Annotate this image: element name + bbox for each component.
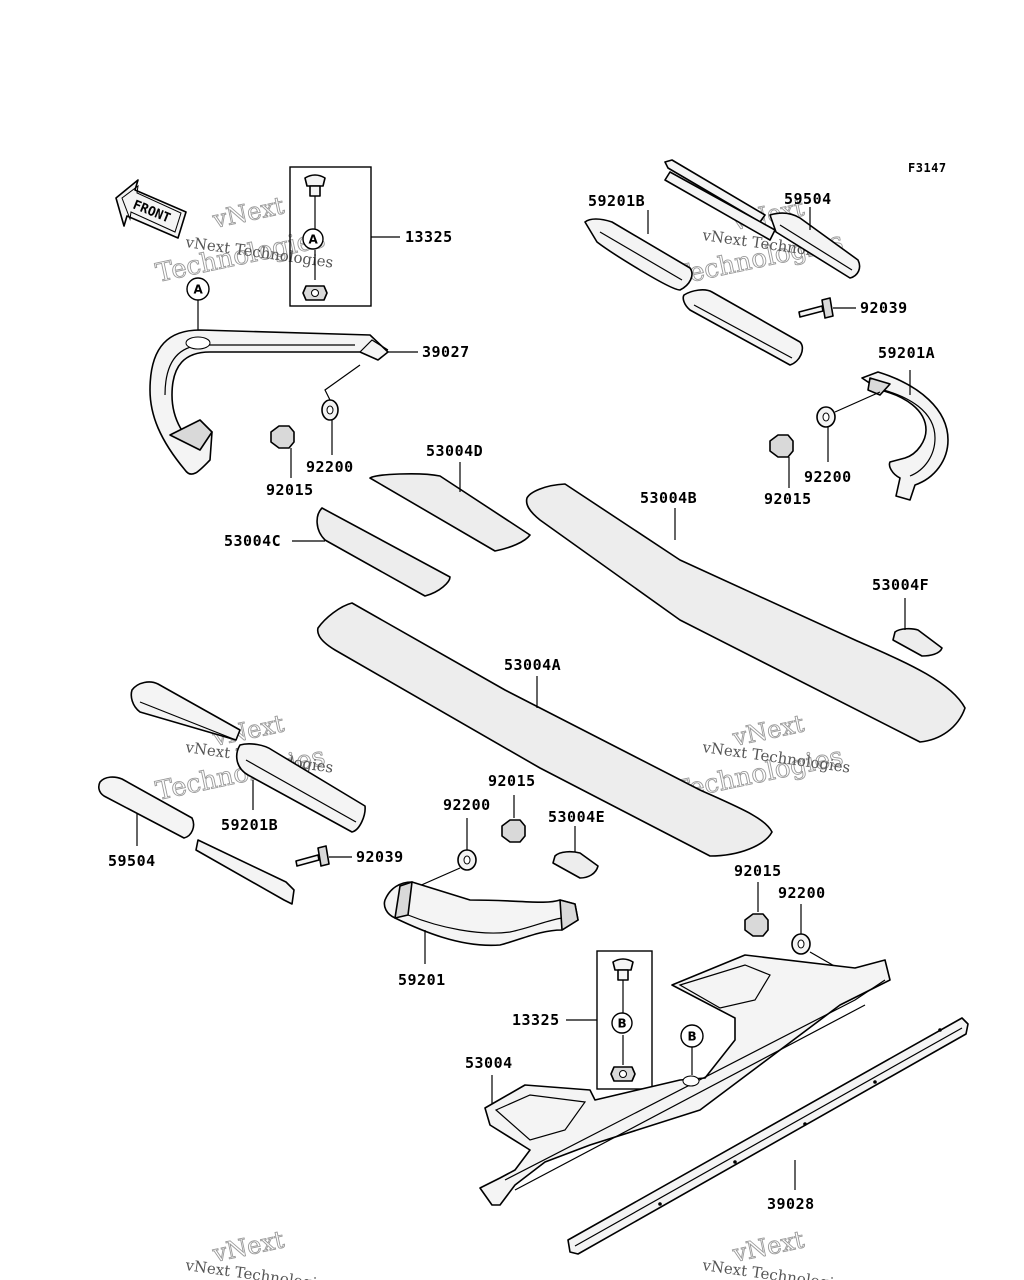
label-59504-bottom: 59504 <box>108 852 156 870</box>
callout-a-box: A <box>302 228 324 250</box>
svg-text:vNext: vNext <box>209 191 287 234</box>
label-53004b: 53004B <box>640 489 697 507</box>
svg-text:B: B <box>618 1017 627 1031</box>
svg-text:A: A <box>309 233 319 247</box>
watermark-bottom-right: vNext vNext Technologies <box>700 1225 851 1280</box>
svg-text:vNext Technologies: vNext Technologies <box>183 1256 334 1280</box>
label-59201b-top: 59201B <box>588 192 645 210</box>
part-92039-bottom <box>295 845 352 867</box>
callout-b-box: B <box>611 1012 633 1034</box>
part-92039-top <box>798 297 856 319</box>
label-53004e: 53004E <box>548 808 605 826</box>
label-92039-top: 92039 <box>860 299 908 317</box>
label-53004f: 53004F <box>872 576 929 594</box>
label-92200-left: 92200 <box>306 458 354 476</box>
part-39028 <box>567 1017 969 1255</box>
label-92200-right: 92200 <box>804 468 852 486</box>
label-59201: 59201 <box>398 971 446 989</box>
fastener-box-13325-bottom <box>566 950 653 1090</box>
label-59201a: 59201A <box>878 344 935 362</box>
label-53004c: 53004C <box>224 532 281 550</box>
label-92015-bottom-right: 92015 <box>734 862 782 880</box>
watermark-bottom-left: vNext vNext Technologies <box>183 1225 334 1280</box>
label-92015-right: 92015 <box>764 490 812 508</box>
part-59201b-bottom <box>130 681 366 833</box>
svg-text:B: B <box>688 1030 697 1044</box>
part-59201a <box>861 370 949 501</box>
figure-code: F3147 <box>908 161 947 175</box>
part-59201 <box>383 881 579 964</box>
label-59504-top: 59504 <box>784 190 832 208</box>
part-92015-left <box>270 425 295 478</box>
label-92015-mid: 92015 <box>488 772 536 790</box>
label-92200-mid: 92200 <box>443 796 491 814</box>
part-92200-mid <box>409 818 477 891</box>
label-13325-top: 13325 <box>405 228 453 246</box>
part-59201b-top <box>584 210 804 366</box>
callout-a-part: A <box>186 277 210 340</box>
label-92015-left: 92015 <box>266 481 314 499</box>
part-92200-right <box>816 391 881 462</box>
svg-text:vNext Technologies: vNext Technologies <box>700 1256 851 1280</box>
part-53004 <box>479 954 891 1206</box>
part-53004a <box>316 602 773 857</box>
label-39028: 39028 <box>767 1195 815 1213</box>
part-39027 <box>149 329 418 475</box>
part-53004b <box>525 483 966 743</box>
label-13325-bottom: 13325 <box>512 1011 560 1029</box>
callout-b-part: B <box>680 1024 704 1075</box>
part-53004d <box>369 462 531 552</box>
fastener-box-13325-top <box>289 166 400 307</box>
label-53004: 53004 <box>465 1054 513 1072</box>
part-53004c <box>292 507 451 597</box>
svg-text:A: A <box>194 283 204 297</box>
part-59504-bottom <box>98 776 295 905</box>
part-92200-left <box>321 364 361 455</box>
label-53004d: 53004D <box>426 442 483 460</box>
part-92015-right <box>769 434 794 488</box>
label-59201b-bottom: 59201B <box>221 816 278 834</box>
label-92039-bottom: 92039 <box>356 848 404 866</box>
label-39027: 39027 <box>422 343 470 361</box>
part-92015-mid <box>501 795 526 843</box>
part-92015-bottom-right <box>744 882 769 937</box>
part-53004e <box>552 826 599 879</box>
part-59504-top <box>664 159 861 279</box>
front-arrow-icon: FRONT <box>115 179 187 239</box>
label-53004a: 53004A <box>504 656 561 674</box>
part-53004f <box>892 598 943 657</box>
label-92200-bottom-right: 92200 <box>778 884 826 902</box>
